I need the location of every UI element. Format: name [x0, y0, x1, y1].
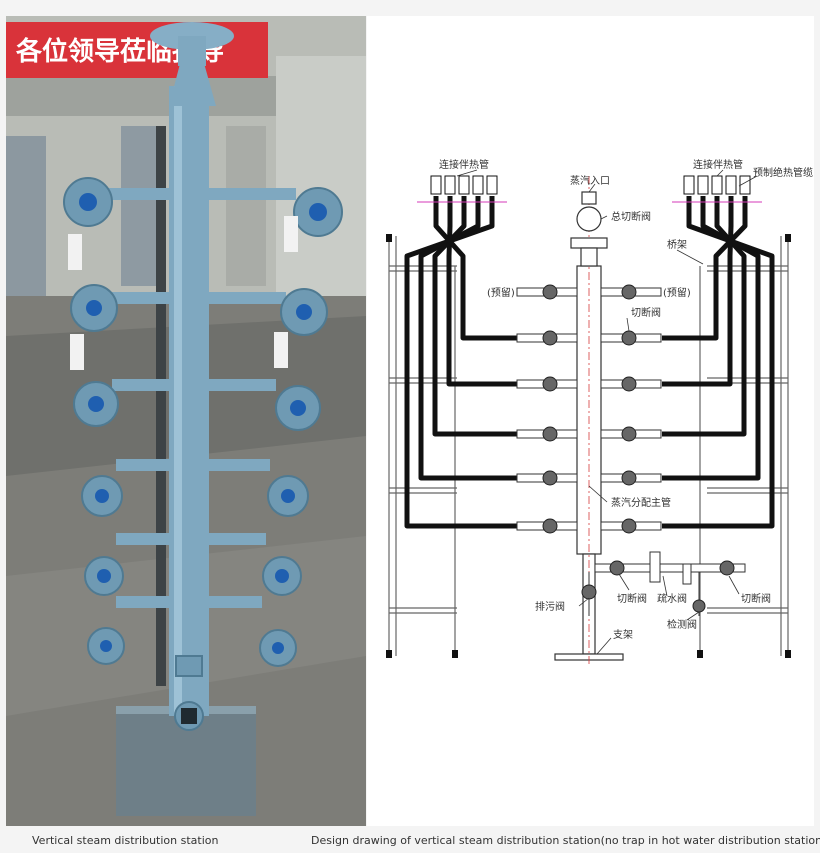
valve-rows [516, 284, 662, 534]
label-header-pipe: 蒸汽分配主管 [611, 496, 671, 509]
label-cutoff: 切断阀 [631, 306, 661, 319]
label-connect-right: 连接伴热管 [693, 158, 743, 171]
label-main-valve: 总切断阀 [611, 210, 651, 223]
caption-left: Vertical steam distribution station [32, 834, 219, 847]
label-reserve-left: (预留) [487, 286, 515, 299]
label-cutoff-bottom: 切断阀 [617, 592, 647, 605]
label-test-valve: 检测阀 [667, 618, 697, 631]
caption-right: Design drawing of vertical steam distrib… [311, 834, 820, 847]
label-preinsulated: 预制绝热管缆 [753, 166, 813, 179]
label-drain-valve: 疏水阀 [657, 592, 687, 605]
label-cutoff-right: 切断阀 [741, 592, 771, 605]
label-blowdown: 排污阀 [535, 600, 565, 613]
label-connect-left: 连接伴热管 [439, 158, 489, 171]
design-drawing: 连接伴热管 连接伴热管 蒸汽入口 总切断阀 预制绝热管缆 桥架 (预留) (预留… [367, 16, 814, 826]
product-photo: 各位领导莅临指导 [6, 16, 366, 826]
label-support: 支架 [613, 629, 633, 641]
label-reserve-right: (预留) [663, 286, 691, 299]
label-steam-inlet: 蒸汽入口 [570, 174, 610, 187]
label-bridge: 桥架 [667, 239, 687, 251]
